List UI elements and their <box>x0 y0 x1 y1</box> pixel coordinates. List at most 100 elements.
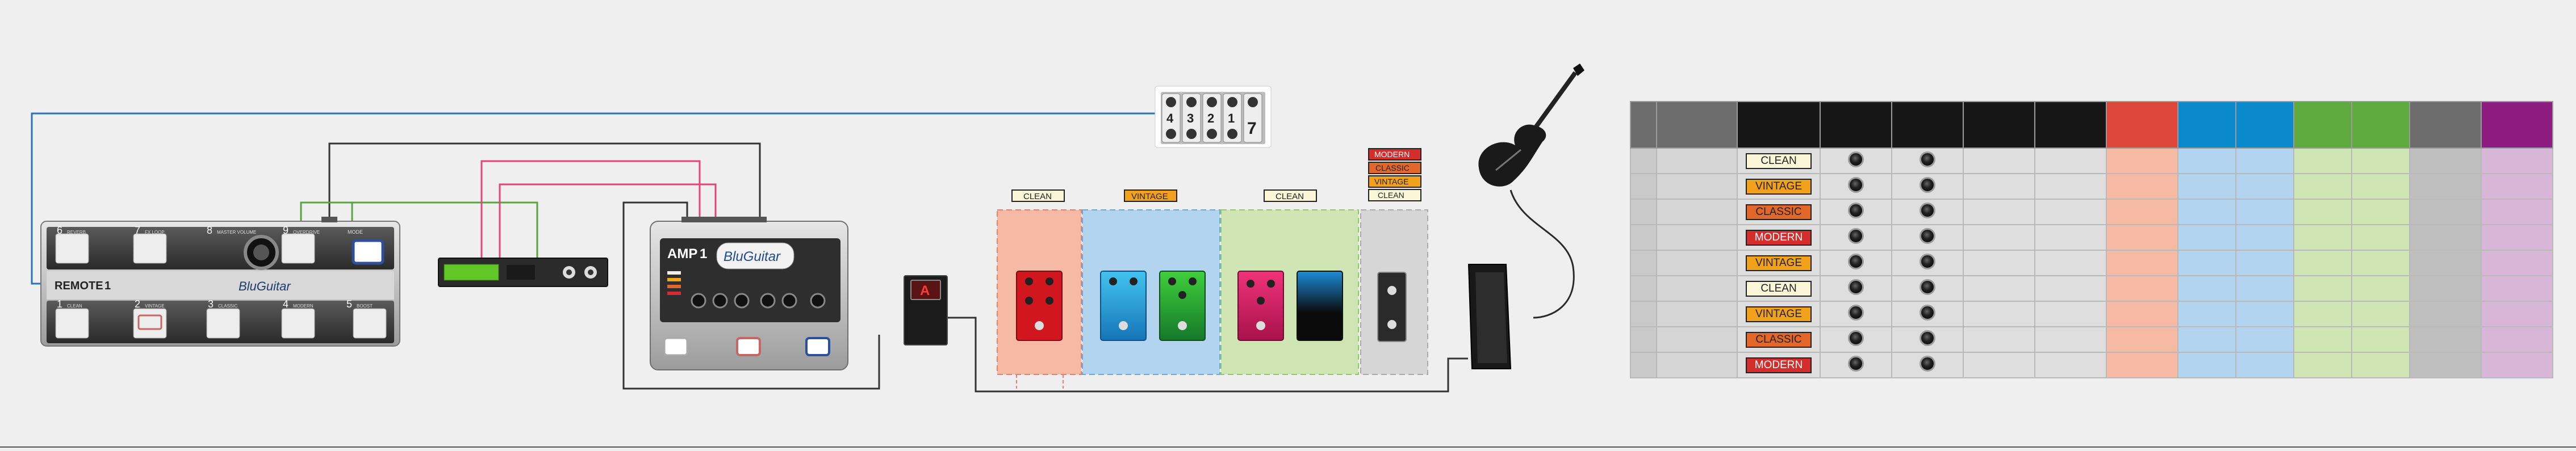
table-cell <box>2034 352 2107 378</box>
table-cell <box>2034 224 2107 251</box>
remote-bottom-button-4[interactable]: 4 MODERN <box>281 298 315 339</box>
table-cell <box>1630 326 1657 353</box>
table-cell <box>1891 199 1964 225</box>
amp-knob[interactable] <box>781 293 797 309</box>
amp-knob[interactable] <box>712 293 728 309</box>
amp-knob[interactable] <box>691 293 706 309</box>
table-cell <box>2106 352 2178 378</box>
remote-bottom-button-3[interactable]: 3 CLASSIC <box>206 298 240 339</box>
amp-knob[interactable] <box>810 293 826 309</box>
table-cell <box>2293 275 2352 302</box>
table-cell <box>2409 250 2482 276</box>
table-cell <box>1820 301 1892 327</box>
remote-bottom-button-5[interactable]: 5 BOOST <box>346 298 387 339</box>
table-cell <box>2235 301 2294 327</box>
rack-effect-unit <box>438 258 608 287</box>
remote-top-button-number: 6 <box>57 225 62 236</box>
expression-pedal[interactable] <box>1467 264 1512 369</box>
jack-column-2: 2 <box>1202 93 1222 143</box>
knob-icon <box>1920 305 1935 321</box>
knob-icon <box>1848 356 1864 372</box>
jack-panel: 4 3 2 1 7 <box>1155 86 1272 148</box>
remote-bottom-button-number: 4 <box>283 298 288 310</box>
remote-bottom-button-2[interactable]: 2 VINTAGE <box>133 298 167 339</box>
table-cell <box>1630 173 1657 200</box>
stacked-tag: MODERN <box>1374 150 1410 159</box>
table-cell <box>2034 250 2107 276</box>
table-header-row <box>1630 101 2553 149</box>
table-cell <box>2481 199 2553 225</box>
rack-knob[interactable] <box>584 266 597 279</box>
table-cell <box>1891 352 1964 378</box>
header-cell <box>1630 101 1657 149</box>
table-cell <box>2351 147 2410 174</box>
rack-knob[interactable] <box>563 266 575 279</box>
remote-top-button-label: REVERB <box>67 230 86 235</box>
loop-delay: CLEAN <box>1220 189 1359 375</box>
chorus-pedal[interactable] <box>1159 271 1206 341</box>
stacked-tag: CLASSIC <box>1375 163 1410 172</box>
table-cell <box>2034 326 2107 353</box>
table-cell <box>1891 147 1964 174</box>
table-cell <box>1656 250 1738 276</box>
remote-top-button-7[interactable]: 7 FX LOOP <box>133 225 167 264</box>
preset-tag: CLEAN <box>1746 280 1812 297</box>
remote-bottom-button-number: 2 <box>135 298 140 310</box>
table-cell <box>1656 275 1738 302</box>
table-cell <box>2235 147 2294 174</box>
table-cell <box>1963 326 2035 353</box>
reverb-pedal[interactable] <box>1297 271 1343 341</box>
header-cell <box>2293 101 2352 149</box>
table-cell <box>2293 326 2352 353</box>
loop-clean: CLEAN <box>997 189 1082 389</box>
table-cell <box>2351 173 2410 200</box>
table-cell <box>2235 275 2294 302</box>
amp-title-number: 1 <box>700 246 707 262</box>
amp-footswitch-middle[interactable] <box>736 337 761 356</box>
table-row: VINTAGE <box>1630 250 2553 276</box>
stacked-tag: VINTAGE <box>1374 177 1408 186</box>
table-cell <box>2481 326 2553 353</box>
delay-pedal[interactable] <box>1237 271 1284 341</box>
amp-footswitch-right[interactable] <box>805 337 830 356</box>
remote-mode-button[interactable]: MODE <box>348 229 384 265</box>
table-cell <box>2034 199 2107 225</box>
table-cell <box>1656 147 1738 174</box>
boost-pedal[interactable] <box>1377 272 1407 342</box>
knob-icon <box>1920 203 1935 218</box>
table-cell <box>2481 147 2553 174</box>
table-cell <box>2235 224 2294 251</box>
table-cell <box>2235 352 2294 378</box>
remote-top-button-number: 9 <box>283 225 288 236</box>
table-cell <box>2106 147 2178 174</box>
overdrive-pedal[interactable] <box>1016 271 1063 341</box>
table-cell <box>1656 224 1738 251</box>
table-cell <box>1656 352 1738 378</box>
jack-column-7: 7 <box>1243 93 1262 143</box>
table-cell <box>2177 173 2236 200</box>
table-cell <box>1963 173 2035 200</box>
table-row: CLASSIC <box>1630 199 2553 225</box>
header-cell <box>1737 101 1821 149</box>
remote-top-button-6[interactable]: 6 REVERB <box>55 225 89 264</box>
remote-top-button-8[interactable]: 8 MASTER VOLUME <box>207 225 279 270</box>
amp-knob[interactable] <box>760 293 776 309</box>
table-cell: VINTAGE <box>1737 250 1821 276</box>
table-cell <box>2409 275 2482 302</box>
table-cell <box>1630 147 1657 174</box>
knob-icon <box>1848 203 1864 218</box>
remote-top-button-9[interactable]: 9 OVERDRIVE <box>281 225 320 264</box>
header-cell <box>1963 101 2035 149</box>
knob-icon <box>1920 330 1935 346</box>
jack-column-1: 1 <box>1223 93 1242 143</box>
table-cell <box>2106 224 2178 251</box>
header-cell <box>2351 101 2410 149</box>
amp-knob[interactable] <box>734 293 750 309</box>
knob-icon <box>1920 177 1935 193</box>
remote-bottom-button-1[interactable]: 1 CLEAN <box>55 298 89 339</box>
header-cell <box>1820 101 1892 149</box>
amp-footswitch-left[interactable] <box>663 337 688 356</box>
table-row: CLASSIC <box>1630 326 2553 353</box>
modulation-pedal[interactable] <box>1100 271 1147 341</box>
